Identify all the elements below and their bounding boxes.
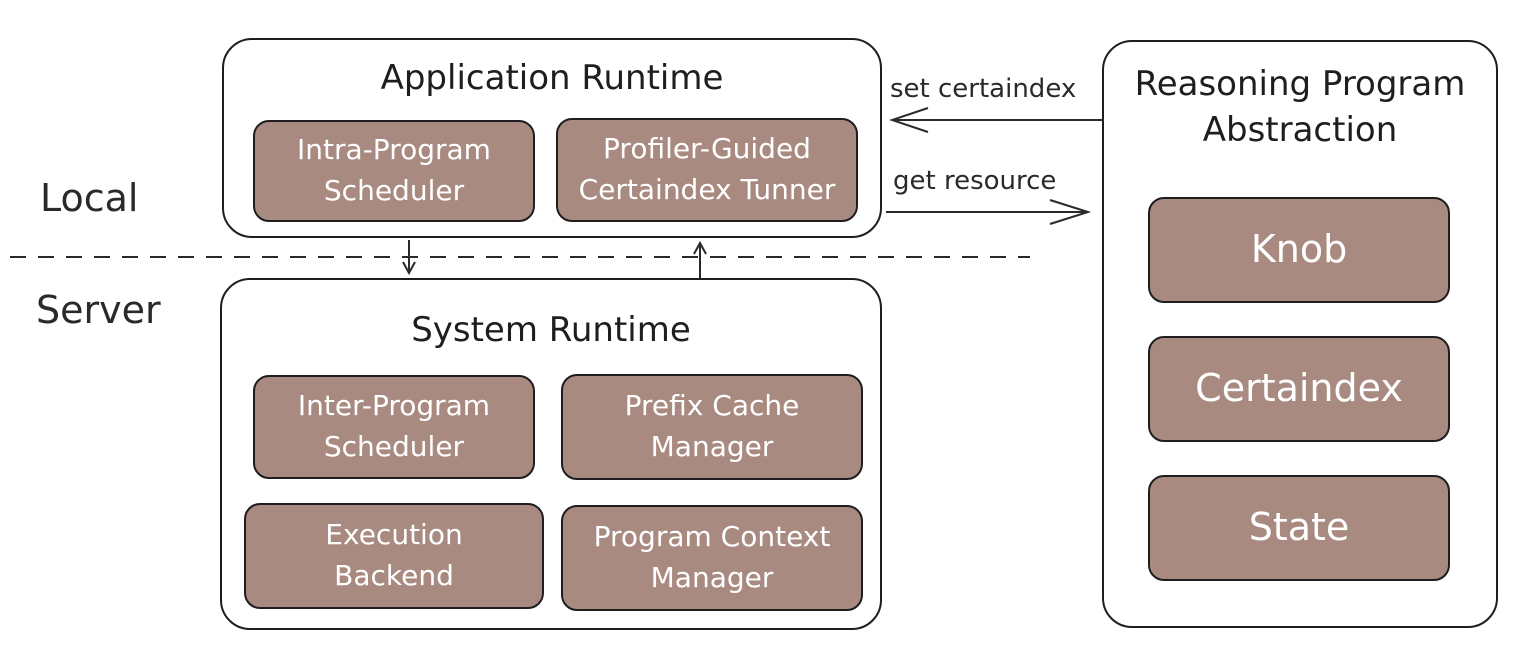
intra-program-scheduler: Intra-Program Scheduler xyxy=(253,120,535,222)
local-zone-label: Local xyxy=(40,176,139,220)
get-resource-label: get resource xyxy=(893,166,1057,196)
set-certaindex-arrow xyxy=(888,107,1104,133)
certaindex-component: Certaindex xyxy=(1148,336,1450,442)
get-resource-arrow xyxy=(886,199,1092,225)
prefix-cache-manager: Prefix Cache Manager xyxy=(561,374,863,480)
set-certaindex-label: set certaindex xyxy=(890,74,1077,104)
execution-backend: Execution Backend xyxy=(244,503,544,609)
knob-component: Knob xyxy=(1148,197,1450,303)
upward-arrow xyxy=(693,240,707,278)
system-runtime-title: System Runtime xyxy=(411,310,691,350)
profiler-guided-certaindex-tunner: Profiler-Guided Certaindex Tunner xyxy=(556,118,858,222)
reasoning-program-abstraction-title: Reasoning Program Abstraction xyxy=(1134,64,1466,150)
inter-program-scheduler: Inter-Program Scheduler xyxy=(253,375,535,479)
application-runtime-title: Application Runtime xyxy=(380,58,724,98)
state-component: State xyxy=(1148,475,1450,581)
server-zone-label: Server xyxy=(36,288,161,332)
program-context-manager: Program Context Manager xyxy=(561,505,863,611)
downward-arrow xyxy=(402,240,416,276)
